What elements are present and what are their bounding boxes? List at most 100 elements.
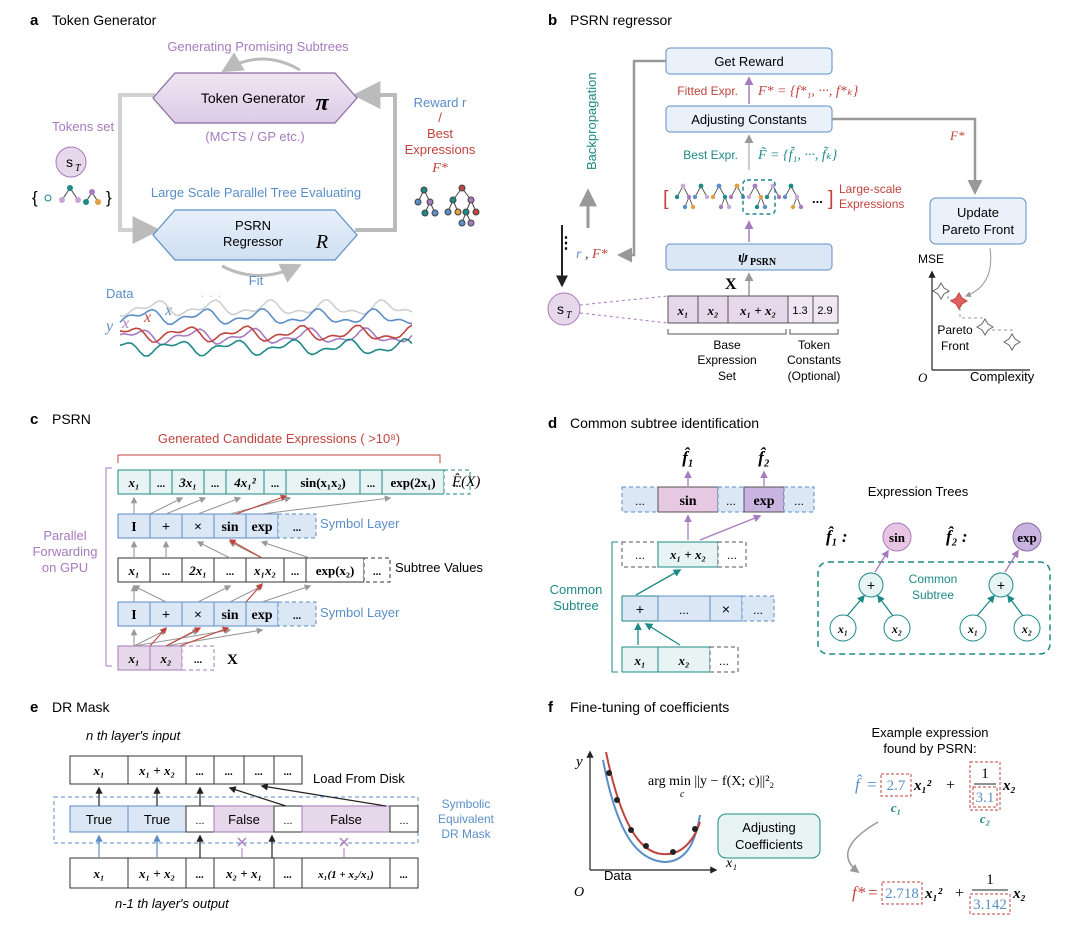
parallel-label-1: Parallel	[43, 528, 86, 543]
vdots: ⋮	[558, 235, 574, 252]
best-label: Best	[427, 126, 453, 141]
mini-tree-3	[728, 183, 746, 200]
fit-label: Fit	[249, 273, 264, 288]
large-scale-label: Large-scale	[839, 182, 902, 196]
d-r3-3: ...	[753, 603, 763, 617]
mini-tree-5	[764, 183, 782, 200]
c-sym1-cell-3	[213, 513, 247, 539]
d-top-cell-0	[621, 486, 659, 513]
c-mid-cell-7	[363, 557, 391, 583]
d-r2-2: ...	[727, 548, 737, 562]
c-sym2-label-3: sin	[221, 608, 238, 623]
f1-hat: f̂₁	[682, 447, 694, 467]
d-r3-2: ×	[722, 601, 730, 617]
c2-box	[972, 786, 998, 808]
c-sym2-cell-5	[277, 601, 317, 627]
adjusting-label: Adjusting	[742, 820, 795, 835]
complexity-label: Complexity	[970, 369, 1035, 384]
c-top-label-0: x₁	[127, 475, 139, 490]
c-edge	[235, 494, 288, 515]
panel-d-letter: d	[548, 415, 557, 432]
d-arrow-exp	[699, 514, 762, 541]
c-sym1-label-5: ...	[293, 522, 302, 534]
loop-right	[352, 81, 397, 232]
c-edge	[149, 497, 184, 515]
t1-x2-arrow	[877, 594, 894, 617]
b-cell-3-label: 1.3	[792, 305, 807, 317]
psi-sub: PSRN	[750, 257, 777, 268]
c-sym1-label-0: I	[131, 520, 136, 535]
parallel-brace	[105, 467, 112, 667]
update-pareto-box	[929, 197, 1027, 245]
fitted-set-label: F* = {f*₁, ···, f*ₖ}	[757, 84, 859, 99]
c-mid-cell-1	[149, 557, 183, 583]
adjust-to-pareto-arrow	[832, 117, 983, 195]
x1sq-term: x₁²	[913, 778, 932, 794]
c-mid-cell-0	[117, 557, 151, 583]
mini-tree-2	[710, 183, 732, 210]
d-arrow-plus	[635, 569, 682, 596]
c-bot-label-1: x₂	[159, 651, 171, 666]
d-common-label-2: Subtree	[553, 598, 599, 613]
d-top-cell-2	[717, 486, 745, 513]
d-top-4: ...	[794, 494, 804, 508]
c-mid-cell-6	[305, 557, 365, 583]
get-reward-label: Get Reward	[714, 54, 783, 69]
e-bot-cell-1	[127, 857, 187, 889]
e-top-cell-0	[69, 755, 129, 785]
backprop-label: Backpropagation	[584, 72, 599, 170]
e-top-cell-5	[273, 755, 303, 785]
e-mask-cell-2	[185, 805, 215, 833]
t2-x2-node	[1013, 614, 1041, 642]
panel-b: b PSRN regressor Get Reward Fitted Expr.…	[547, 12, 1035, 385]
c-edge	[165, 496, 207, 515]
subtree-values-label: Subtree Values	[395, 560, 483, 575]
e-arrow	[228, 786, 287, 807]
waveform-1	[119, 308, 413, 325]
exp-node-label: exp	[1017, 530, 1037, 545]
c-bot-cell-0	[117, 645, 151, 671]
c-edge	[260, 540, 311, 559]
base-brace	[667, 329, 787, 335]
c-mid-label-5: ...	[291, 566, 300, 578]
c-top-cell-4	[225, 469, 265, 495]
c-top-label-2: 3x₁	[178, 475, 197, 490]
x2-term: x₂	[1002, 778, 1016, 794]
f-star-eq: =	[868, 883, 878, 902]
x2-label: x	[143, 309, 151, 326]
plus2-to-exp	[1004, 549, 1019, 573]
c-mid-label-1: ...	[162, 566, 171, 578]
expression-trees-row	[674, 183, 804, 210]
c-mid-label-6: exp(x₂)	[316, 563, 355, 578]
t2-x1-label: x₁	[967, 622, 978, 636]
c-sym2-label-5: ...	[293, 610, 302, 622]
r-f-star-label: r , F*	[576, 247, 608, 262]
c1-final: 2.718	[885, 886, 919, 902]
d-r4-2: ...	[719, 654, 729, 668]
c1-label: c₁	[891, 800, 901, 815]
reward-return-arrow	[617, 59, 666, 263]
f2-colon: f̂₂ :	[946, 526, 968, 546]
c-edge	[261, 495, 392, 515]
plus-term-2: +	[955, 885, 964, 902]
data-waveforms	[119, 298, 413, 357]
generating-arrow	[221, 52, 301, 73]
nth-input-label: n th layer's input	[86, 728, 182, 743]
d-top-1: sin	[679, 494, 696, 509]
brace-open: {	[32, 188, 38, 207]
expressions-label: Expressions	[405, 142, 476, 157]
e-bot-cell-3	[213, 857, 275, 889]
d-common-brace	[611, 541, 618, 673]
exp-node	[1012, 522, 1042, 552]
base-label-3: Set	[718, 369, 737, 383]
c-sym1-label-3: sin	[221, 520, 238, 535]
fitted-expr-label: Fitted Expr.	[677, 84, 738, 98]
panel-e-title: DR Mask	[52, 699, 111, 715]
token-leaf-icon	[44, 194, 52, 202]
c1-value: 2.7	[887, 778, 906, 794]
e-bot-label-4: ...	[284, 869, 292, 881]
update-label: Update	[957, 205, 999, 220]
c-bot-label-2: ...	[194, 654, 203, 666]
panel-d-title: Common subtree identification	[570, 415, 759, 431]
d-row3: + ... × ...	[621, 595, 775, 622]
